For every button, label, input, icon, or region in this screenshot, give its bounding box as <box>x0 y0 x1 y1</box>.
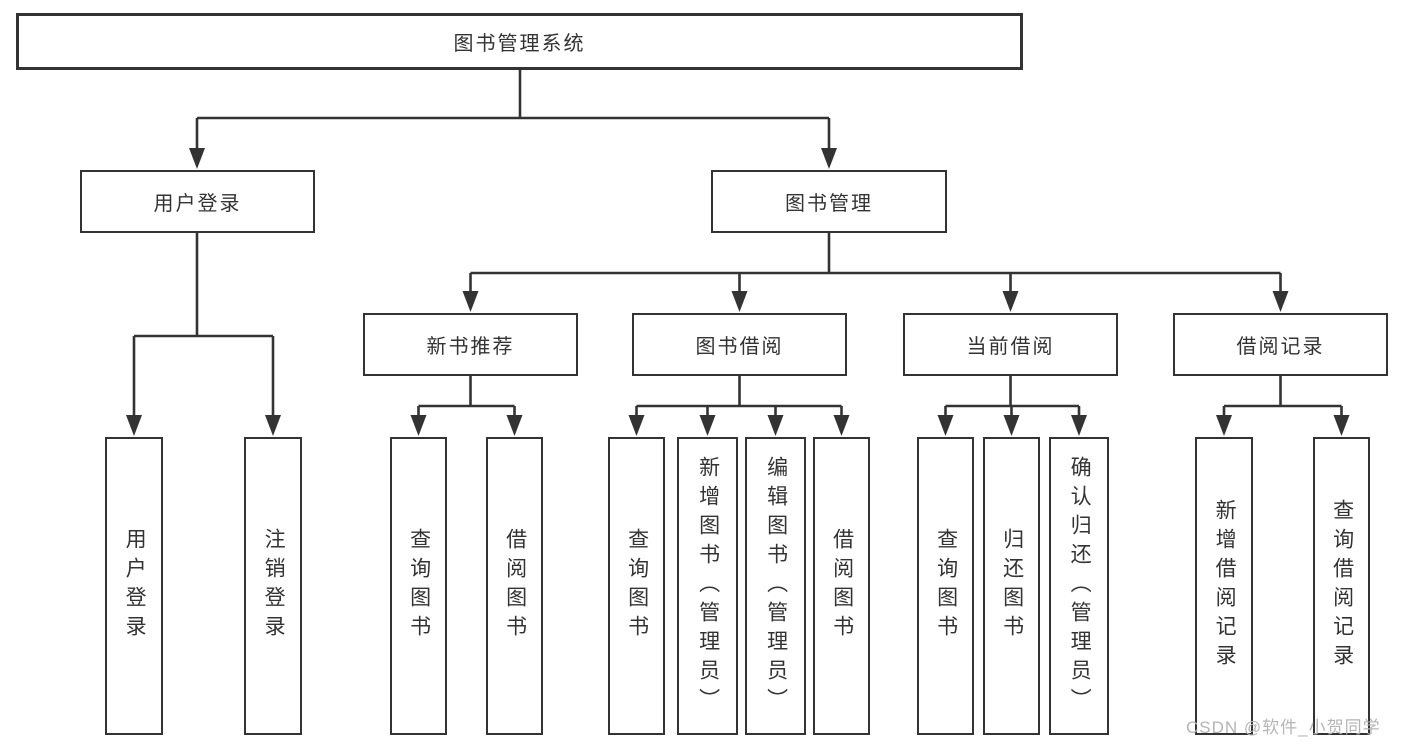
leaf-logout: 注销登录 <box>244 437 302 735</box>
node-label: 确认归还（管理员） <box>1068 455 1092 717</box>
node-label: 用户登录 <box>123 528 147 644</box>
leaf-borrow-books: 借阅图书 <box>813 437 870 735</box>
node-label: 借阅图书 <box>830 528 854 644</box>
node-label: 注销登录 <box>262 528 286 644</box>
leaf-confirm-return-admin: 确认归还（管理员） <box>1049 437 1109 735</box>
node-label: 图书管理 <box>785 193 873 215</box>
node-label: 图书管理系统 <box>453 33 586 55</box>
leaf-return-books: 归还图书 <box>983 437 1040 735</box>
node-label: 编辑图书（管理员） <box>764 455 788 717</box>
leaf-add-books-admin: 新增图书（管理员） <box>677 437 738 735</box>
node-new-book-recommend: 新书推荐 <box>363 313 578 376</box>
node-library-management-system: 图书管理系统 <box>16 13 1023 70</box>
leaf-query-books-recommend: 查询图书 <box>390 437 447 735</box>
node-current-borrowing: 当前借阅 <box>903 313 1118 376</box>
node-user-login: 用户登录 <box>80 170 315 233</box>
leaf-query-books-borrowing: 查询图书 <box>608 437 665 735</box>
leaf-borrow-books-recommend: 借阅图书 <box>486 437 543 735</box>
node-borrowing-records: 借阅记录 <box>1173 313 1388 376</box>
leaf-edit-books-admin: 编辑图书（管理员） <box>745 437 806 735</box>
node-label: 查询图书 <box>407 528 431 644</box>
node-label: 借阅记录 <box>1236 336 1325 358</box>
node-book-borrowing: 图书借阅 <box>632 313 847 376</box>
csdn-watermark: CSDN @软件_小贺同学 <box>1186 718 1381 737</box>
node-label: 当前借阅 <box>966 336 1055 358</box>
leaf-user-login: 用户登录 <box>105 437 163 735</box>
node-book-management: 图书管理 <box>711 170 947 233</box>
leaf-query-borrow-record: 查询借阅记录 <box>1313 437 1370 735</box>
node-label: 借阅图书 <box>503 528 527 644</box>
node-label: 用户登录 <box>153 193 242 215</box>
node-label: 新书推荐 <box>426 336 515 358</box>
node-label: 图书借阅 <box>695 336 784 358</box>
node-label: 归还图书 <box>1000 528 1024 644</box>
node-label: 查询图书 <box>934 528 958 644</box>
leaf-query-books-current: 查询图书 <box>917 437 974 735</box>
node-label: 查询借阅记录 <box>1330 499 1354 673</box>
node-label: 新增图书（管理员） <box>696 455 720 717</box>
node-label: 新增借阅记录 <box>1213 499 1237 673</box>
node-label: 查询图书 <box>625 528 649 644</box>
leaf-add-borrow-record: 新增借阅记录 <box>1195 437 1253 735</box>
